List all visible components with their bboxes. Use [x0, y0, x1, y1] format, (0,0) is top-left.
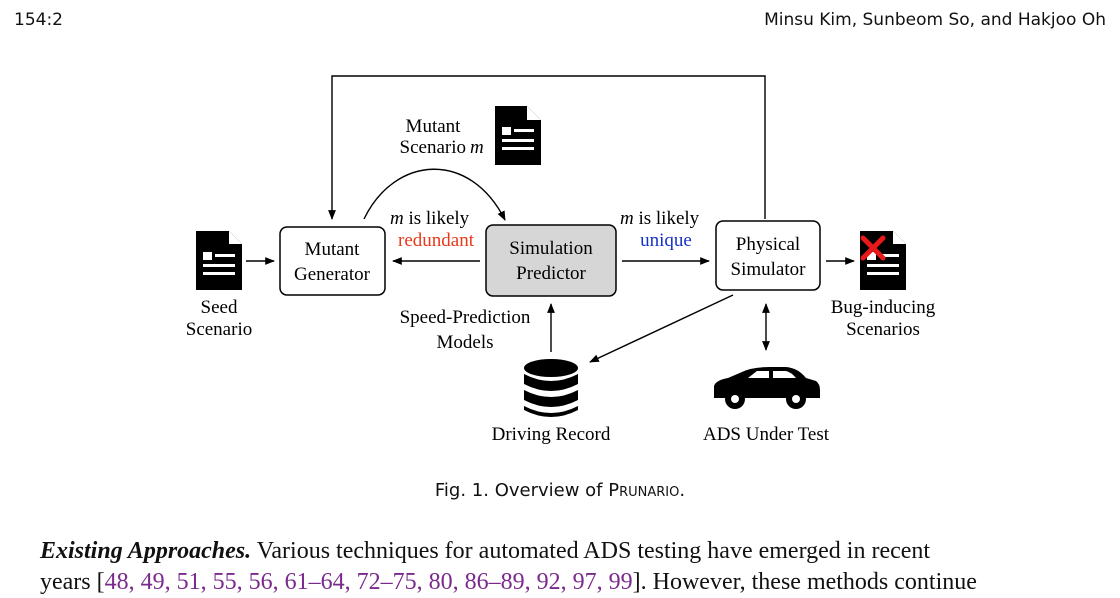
paragraph-lead: Existing Approaches. — [40, 538, 252, 564]
seed-document-icon — [196, 231, 242, 290]
paragraph-line2-end: ]. However, these methods continue — [632, 569, 977, 595]
redundant-var-m: m — [390, 208, 404, 229]
figure-caption: Fig. 1. Overview of Prunario. — [0, 480, 1120, 501]
physical-simulator-label-1: Physical — [736, 234, 800, 255]
redundant-condition-label: m is likely — [390, 208, 470, 229]
running-authors: Minsu Kim, Sunbeom So, and Hakjoo Oh — [764, 10, 1106, 30]
mutant-generator-label-2: Generator — [294, 264, 371, 285]
car-icon — [714, 367, 820, 409]
feedback-loop-arrow — [328, 75, 766, 220]
unique-label: unique — [640, 230, 692, 251]
mutant-scenario-label-1: Mutant — [406, 116, 462, 137]
unique-var-m: m — [620, 208, 634, 229]
physical-simulator-label-2: Simulator — [731, 259, 807, 280]
redundant-label: redundant — [398, 230, 475, 251]
paragraph-line2-start: years [ — [40, 569, 105, 595]
seed-scenario-label-2: Scenario — [186, 319, 252, 340]
mutant-generator-box — [279, 226, 386, 296]
simulator-to-database-arrow — [589, 294, 734, 363]
body-paragraph: Existing Approaches. Various techniques … — [40, 536, 1110, 598]
page-number: 154:2 — [14, 10, 63, 30]
redundant-is-likely: is likely — [404, 208, 470, 229]
mutant-var-m: m — [470, 137, 484, 158]
mutant-generator-label-1: Mutant — [305, 239, 361, 260]
caption-suffix: . — [679, 480, 686, 501]
driving-record-label: Driving Record — [492, 424, 611, 445]
database-icon — [524, 359, 578, 417]
speed-prediction-label-2: Models — [437, 332, 494, 353]
caption-prefix: Fig. 1. Overview of — [434, 480, 609, 501]
bug-inducing-label-1: Bug-inducing — [831, 297, 936, 318]
ads-under-test-label: ADS Under Test — [703, 424, 830, 445]
paragraph-text: Various techniques for automated ADS tes… — [251, 538, 931, 564]
simulation-predictor-label-2: Predictor — [516, 263, 586, 284]
physical-simulator-box — [715, 220, 821, 291]
overview-figure: Seed Scenario Mutant Generator Mutant Sc… — [186, 75, 936, 445]
seed-scenario-label-1: Seed — [201, 297, 238, 318]
bug-document-icon — [860, 231, 906, 290]
mutant-curve-arrow — [363, 168, 506, 221]
caption-tool-name: Prunario — [608, 480, 680, 501]
bug-inducing-label-2: Scenarios — [846, 319, 920, 340]
bug-cross-stroke-2 — [860, 235, 886, 261]
unique-condition-label: m is likely — [620, 208, 700, 229]
citation-links[interactable]: 48, 49, 51, 55, 56, 61–64, 72–75, 80, 86… — [104, 569, 633, 595]
mutant-document-icon — [495, 106, 541, 165]
speed-prediction-label-1: Speed-Prediction — [400, 307, 531, 328]
unique-is-likely: is likely — [634, 208, 700, 229]
mutant-scenario-label-2: Scenario — [400, 137, 466, 158]
simulation-predictor-box — [485, 224, 617, 297]
simulation-predictor-label-1: Simulation — [509, 238, 593, 259]
